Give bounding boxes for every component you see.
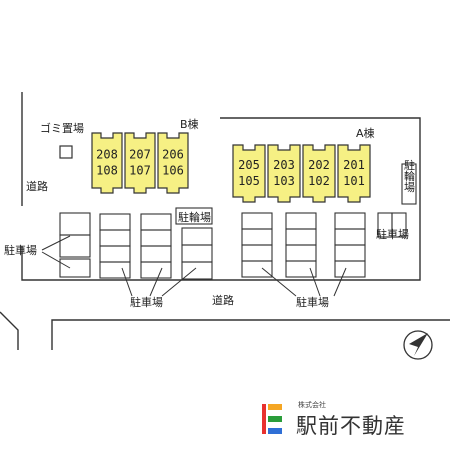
logo-bar-blue	[268, 428, 282, 434]
leader-lines	[41, 235, 347, 297]
parking-right-label: 駐車場	[376, 227, 409, 241]
unit-number-lower: 108	[96, 164, 118, 178]
unit-number-lower: 106	[162, 164, 184, 178]
bike-parking-center-label: 駐輪場	[178, 210, 211, 224]
parking-bottom-left-label: 駐車場	[130, 295, 163, 309]
bike-parking-right-label: 駐輪場	[403, 158, 416, 193]
bike-parking-right-box	[401, 163, 417, 205]
parking-stall	[181, 244, 213, 263]
road-label-left: 道路	[26, 179, 48, 193]
unit-number-upper: 202	[308, 158, 330, 172]
road-label-bottom: 道路	[212, 293, 234, 307]
parking-stall	[334, 260, 366, 278]
unit-number-lower: 102	[308, 174, 330, 188]
unit-number-lower: 103	[273, 174, 295, 188]
building-a-unit-shape	[337, 144, 371, 203]
parking-stall	[59, 212, 91, 236]
parking-stall	[99, 213, 131, 231]
parking-stall	[334, 228, 366, 246]
unit-number-lower: 101	[343, 174, 365, 188]
unit-number-upper: 203	[273, 158, 295, 172]
logo-bar-orange	[268, 404, 282, 410]
parking-stall	[59, 258, 91, 278]
bike-parking-center-box	[175, 207, 213, 225]
parking-stall	[391, 212, 407, 238]
logo-small-text: 株式会社	[298, 401, 326, 409]
logo-bar-green	[268, 416, 282, 422]
parking-stall	[140, 261, 172, 279]
parking-stall	[241, 260, 273, 278]
parking-stall	[241, 212, 273, 230]
garbage-area	[59, 145, 73, 159]
unit-number-upper: 201	[343, 158, 365, 172]
logo-name: 駅前不動産	[296, 414, 406, 438]
unit-number-lower: 105	[238, 174, 260, 188]
building-a-label: A棟	[356, 126, 375, 140]
parking-bottom-right-label: 駐車場	[296, 295, 329, 309]
parking-stall	[181, 261, 213, 280]
parking-stall	[181, 227, 213, 246]
parking-spaces	[59, 212, 407, 280]
parking-stall	[140, 213, 172, 231]
parking-left-label: 駐車場	[4, 243, 37, 257]
parking-stall	[99, 261, 131, 279]
unit-number-lower: 107	[129, 164, 151, 178]
property-boundary	[21, 92, 421, 281]
parking-stall	[285, 228, 317, 246]
road-edge-bottom	[51, 319, 450, 350]
parking-stall	[241, 228, 273, 246]
parking-stall	[334, 212, 366, 230]
parking-stall	[99, 229, 131, 247]
parking-stall	[285, 260, 317, 278]
building-b-unit-shape	[91, 132, 123, 194]
road-edge-left	[0, 311, 19, 350]
building-a-unit-shape	[232, 144, 266, 203]
company-logo-mark	[262, 404, 282, 434]
parking-stall	[140, 245, 172, 263]
parking-stall	[241, 244, 273, 262]
building-a-unit-shape	[302, 144, 336, 203]
parking-stall	[59, 234, 91, 258]
building-b-unit-shape	[157, 132, 189, 194]
building-b-unit-shape	[124, 132, 156, 194]
parking-stall	[140, 229, 172, 247]
garbage-label: ゴミ置場	[40, 121, 84, 135]
unit-number-upper: 205	[238, 158, 260, 172]
unit-number-upper: 206	[162, 148, 184, 162]
unit-number-upper: 208	[96, 148, 118, 162]
parking-stall	[285, 244, 317, 262]
unit-number-upper: 207	[129, 148, 151, 162]
building-b-label: B棟	[180, 117, 199, 131]
parking-stall	[334, 244, 366, 262]
parking-stall	[99, 245, 131, 263]
building-a-unit-shape	[267, 144, 301, 203]
logo-bar-red	[262, 404, 266, 434]
north-arrow-icon	[403, 330, 433, 360]
parking-stall	[285, 212, 317, 230]
